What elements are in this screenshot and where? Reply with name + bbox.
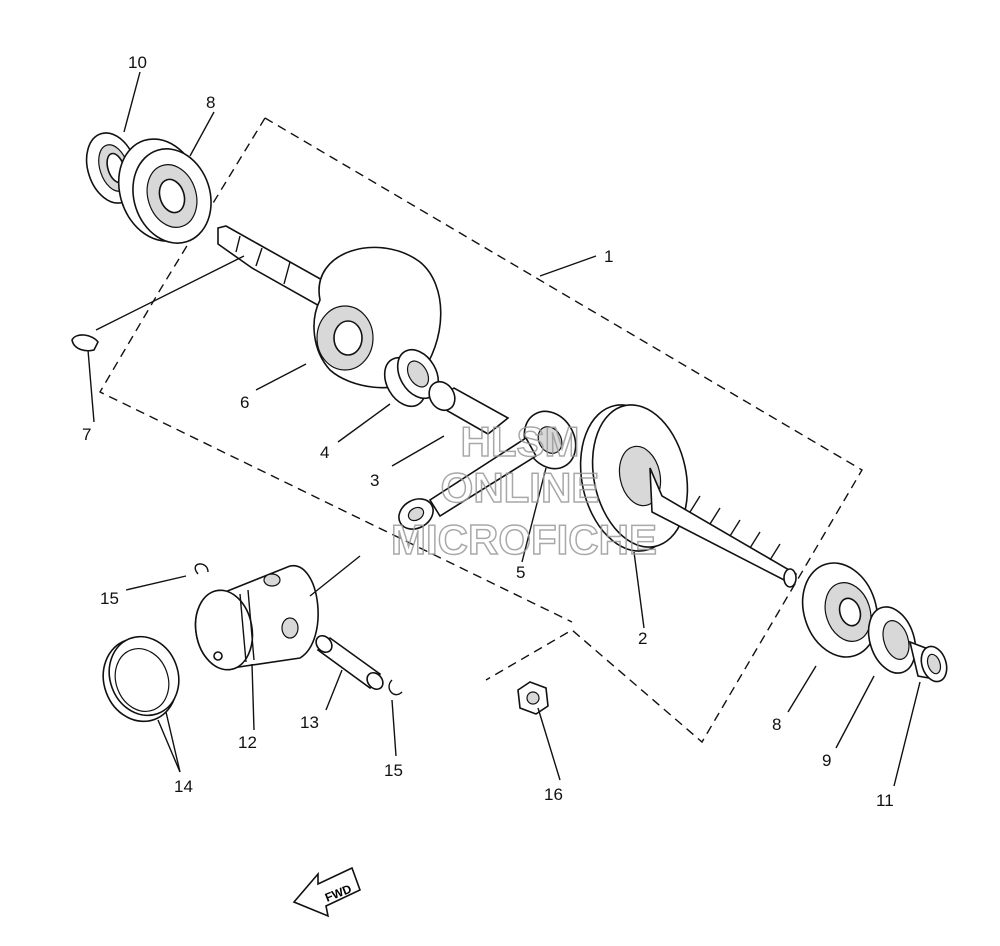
callout-4: 4 bbox=[320, 443, 329, 462]
connecting-rod bbox=[398, 410, 577, 530]
callout-16: 16 bbox=[544, 785, 563, 804]
crank-pin bbox=[428, 380, 510, 435]
needle-bearing bbox=[383, 348, 440, 408]
callout-10: 10 bbox=[128, 53, 147, 72]
callout-7: 7 bbox=[82, 425, 91, 444]
circlip-bottom bbox=[388, 679, 403, 696]
callout-3: 3 bbox=[370, 471, 379, 490]
piston-rings bbox=[102, 635, 180, 723]
crankshaft-assembly-outline bbox=[99, 117, 863, 744]
callout-15-bottom: 15 bbox=[384, 761, 403, 780]
nut bbox=[517, 681, 549, 715]
callout-8-right: 8 bbox=[772, 715, 781, 734]
watermark-line-2: ONLINE bbox=[441, 464, 600, 511]
watermark-line-1: HLSM bbox=[461, 418, 580, 465]
leader-lines bbox=[87, 71, 921, 787]
callout-6: 6 bbox=[240, 393, 249, 412]
bearing-left bbox=[117, 138, 212, 244]
piston-pin bbox=[315, 634, 384, 691]
callout-12: 12 bbox=[238, 733, 257, 752]
callout-11: 11 bbox=[876, 791, 894, 810]
callout-15-left: 15 bbox=[100, 589, 119, 608]
callout-1: 1 bbox=[604, 247, 613, 266]
callout-2: 2 bbox=[638, 629, 647, 648]
callout-13: 13 bbox=[300, 713, 319, 732]
piston bbox=[194, 565, 319, 671]
callout-9: 9 bbox=[822, 751, 831, 770]
callouts: 1 2 3 4 5 6 7 8 8 9 10 11 12 13 14 15 15… bbox=[82, 53, 894, 810]
woodruff-key bbox=[71, 334, 99, 352]
watermark-line-3: MICROFICHE bbox=[391, 516, 657, 563]
crank-right bbox=[579, 404, 798, 588]
fwd-arrow: FWD bbox=[292, 866, 362, 918]
oil-seal-right bbox=[867, 606, 917, 674]
callout-8-left: 8 bbox=[206, 93, 215, 112]
collar bbox=[908, 640, 948, 683]
circlip-top bbox=[194, 563, 209, 575]
watermark: HLSM ONLINE MICROFICHE bbox=[390, 417, 658, 564]
bearing-right bbox=[801, 562, 879, 658]
callout-14: 14 bbox=[174, 777, 193, 796]
callout-5: 5 bbox=[516, 563, 525, 582]
